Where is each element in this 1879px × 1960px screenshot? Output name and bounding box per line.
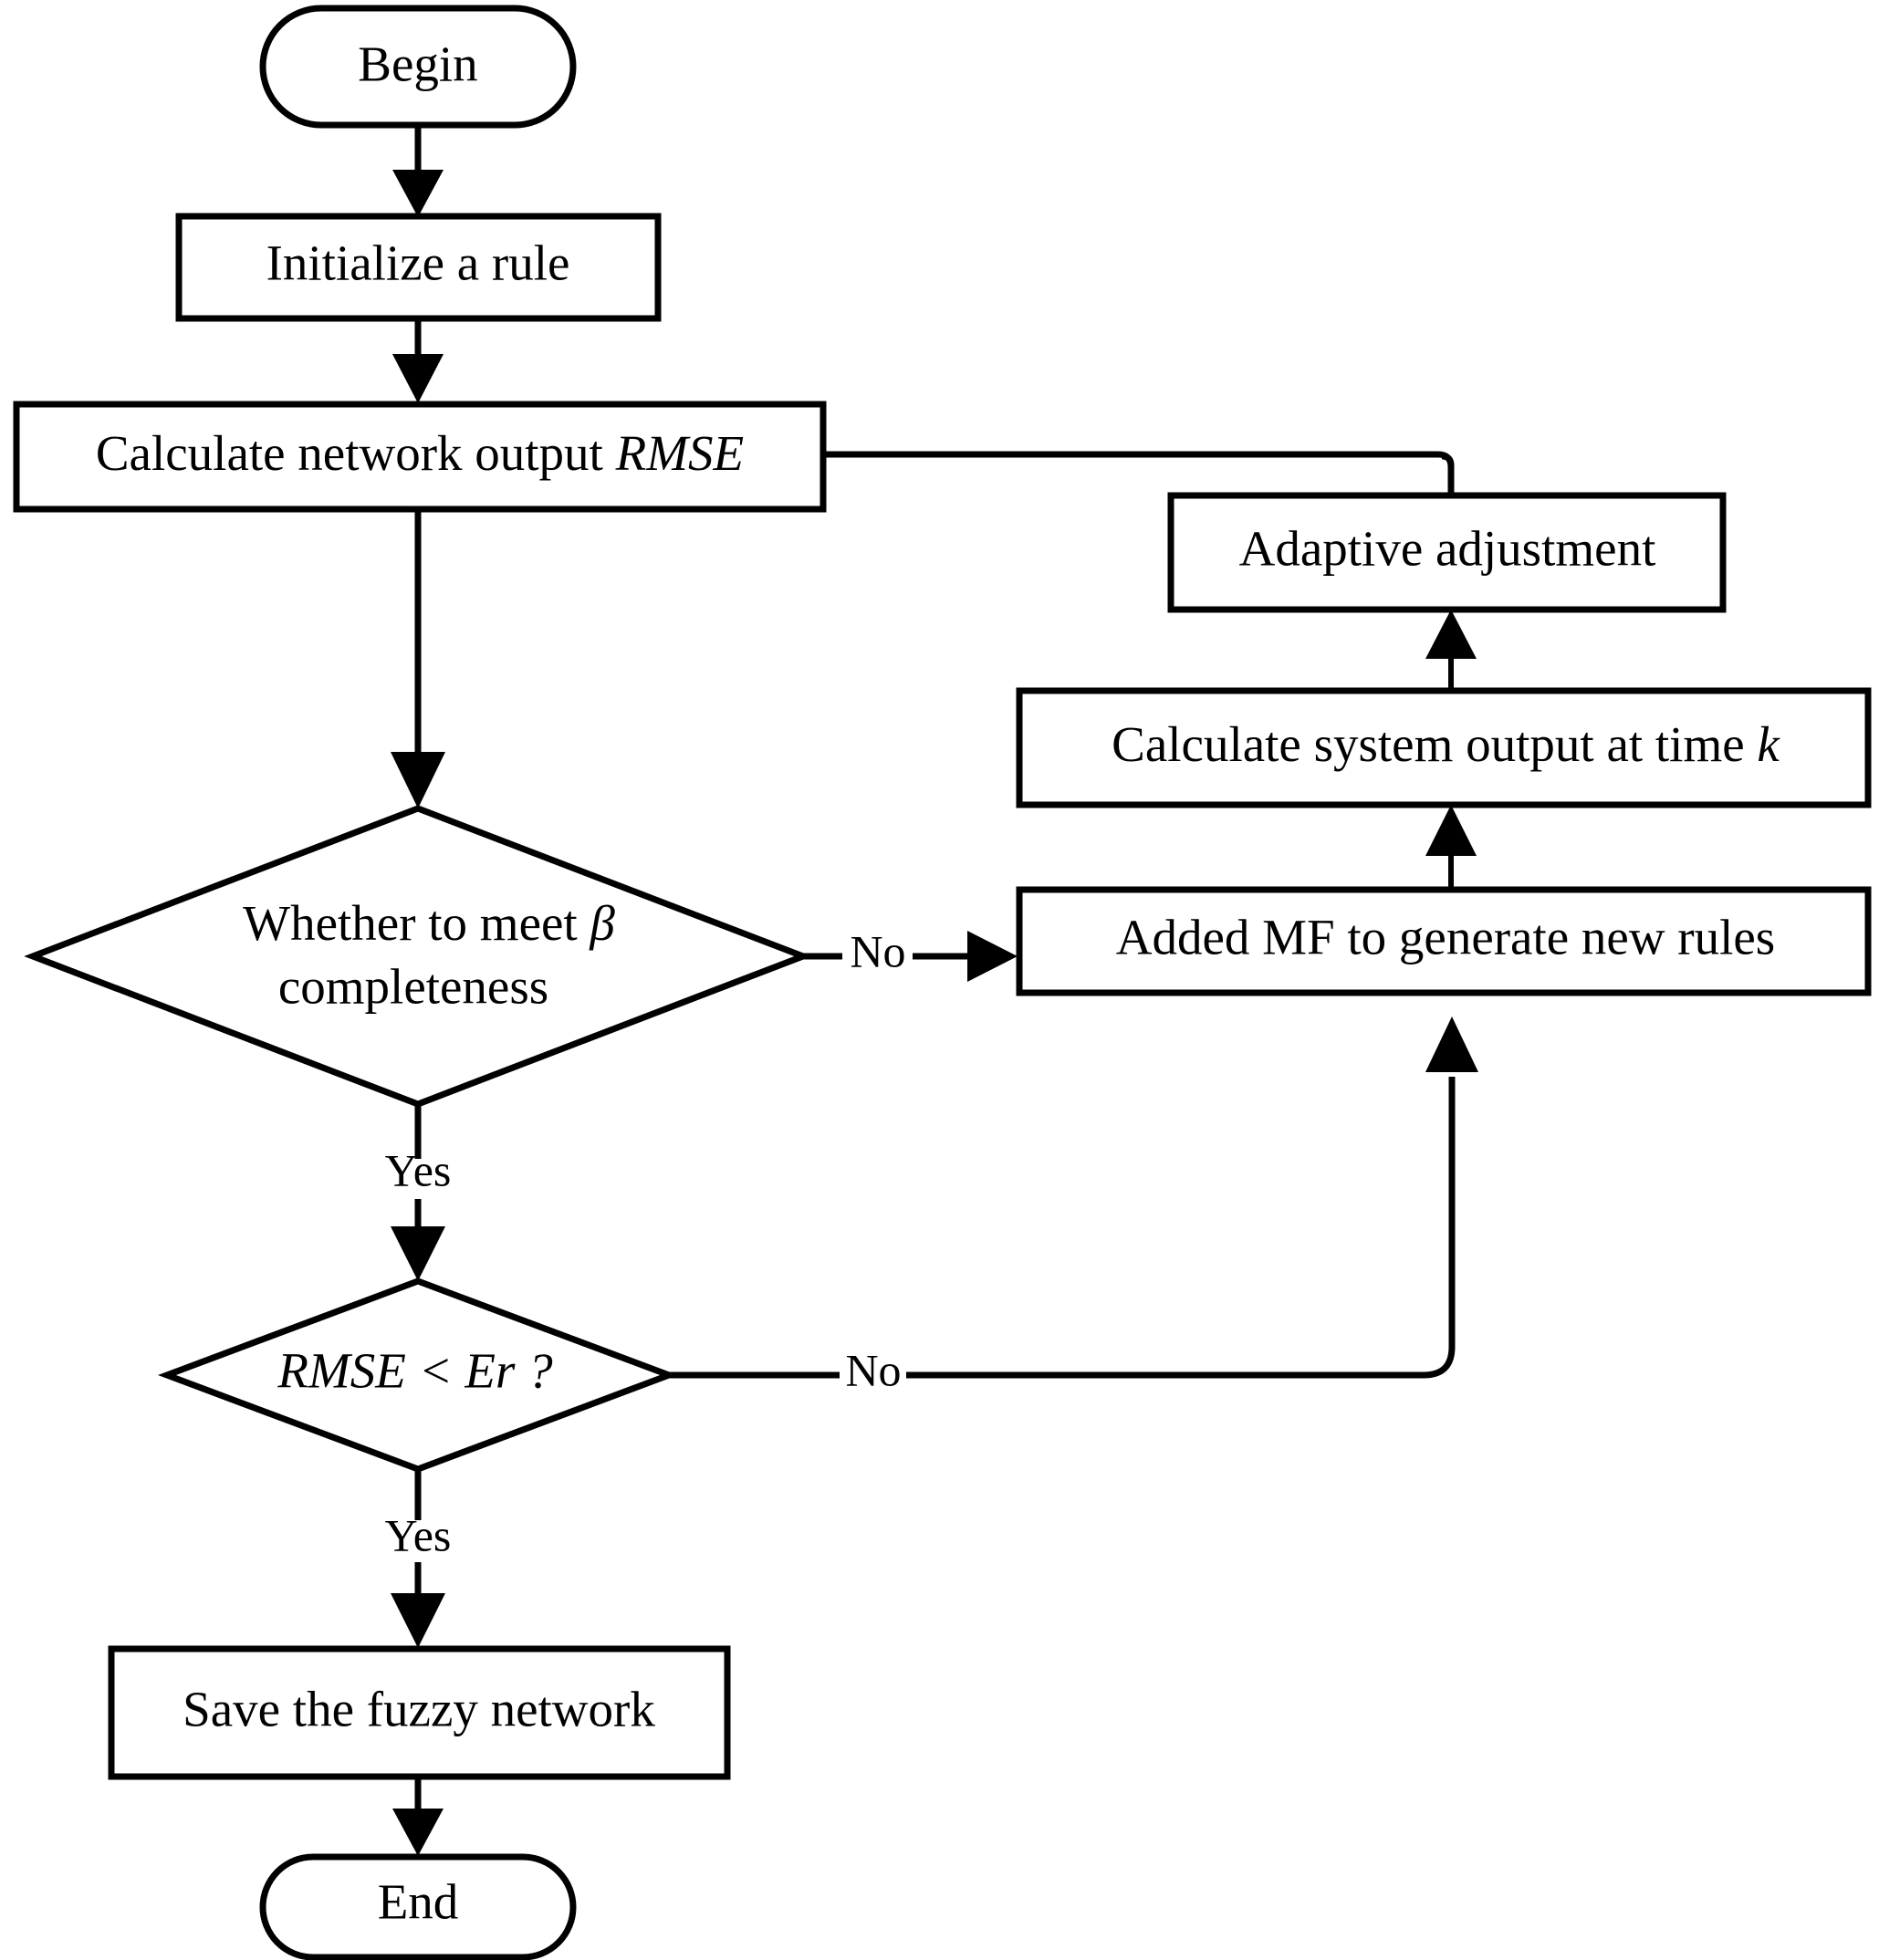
- node-begin[interactable]: Begin: [259, 5, 577, 129]
- calc-system-k-italic: k: [1757, 716, 1780, 772]
- node-beta-completeness-line2: completeness: [278, 959, 548, 1015]
- node-save-fuzzy-network[interactable]: Save the fuzzy network: [108, 1645, 731, 1780]
- edge-calc-system-to-adaptive: [1425, 610, 1477, 691]
- beta-line1-plain: Whether to meet: [243, 895, 590, 951]
- edge-label-rmse-yes: Yes: [385, 1509, 452, 1560]
- edge-label-beta-yes: Yes: [385, 1144, 452, 1195]
- edge-save-to-end: [392, 1776, 444, 1856]
- calc-rmse-text-plain: Calculate network output: [96, 425, 616, 481]
- edge-beta-yes-to-rmse: [391, 1104, 445, 1281]
- node-calculate-network-output-label: Calculate network output RMSE: [96, 425, 744, 481]
- edge-begin-to-init: [392, 124, 444, 217]
- node-initialize-rule[interactable]: Initialize a rule: [175, 213, 662, 322]
- edge-rmse-yes-to-save: [391, 1469, 445, 1648]
- node-calculate-system-output[interactable]: Calculate system output at time k: [1016, 687, 1872, 808]
- node-initialize-rule-label: Initialize a rule: [266, 235, 570, 291]
- edge-label-beta-no: No: [850, 925, 905, 976]
- node-save-fuzzy-network-label: Save the fuzzy network: [183, 1682, 655, 1737]
- node-rmse-threshold-decision[interactable]: RMSE < Er ?: [158, 1277, 678, 1473]
- calc-rmse-text-italic: RMSE: [615, 425, 745, 481]
- node-begin-label: Begin: [358, 36, 477, 92]
- beta-symbol: β: [589, 895, 615, 951]
- node-rmse-threshold-label: RMSE < Er ?: [277, 1343, 553, 1399]
- node-calculate-system-output-label: Calculate system output at time k: [1112, 716, 1780, 772]
- edge-rmse-no-to-added-mf: [669, 1016, 1478, 1379]
- node-calculate-network-output[interactable]: Calculate network output RMSE: [13, 401, 827, 513]
- node-added-mf[interactable]: Added MF to generate new rules: [1016, 886, 1872, 996]
- node-adaptive-adjustment[interactable]: Adaptive adjustment: [1167, 492, 1727, 613]
- node-beta-completeness-decision[interactable]: Whether to meet β completeness: [24, 805, 812, 1108]
- edge-label-rmse-no: No: [845, 1344, 901, 1395]
- edge-beta-no-to-added-mf: [803, 931, 1018, 982]
- node-end-label: End: [378, 1874, 459, 1930]
- node-end[interactable]: End: [259, 1853, 577, 1960]
- node-beta-completeness-line1: Whether to meet β: [243, 895, 615, 951]
- node-adaptive-adjustment-label: Adaptive adjustment: [1239, 521, 1656, 577]
- edge-calc-rmse-to-beta: [391, 507, 445, 808]
- edge-added-mf-to-calc-system: [1425, 805, 1477, 890]
- edge-init-to-calc-rmse: [392, 316, 444, 403]
- calc-system-text-plain: Calculate system output at time: [1112, 716, 1757, 772]
- node-added-mf-label: Added MF to generate new rules: [1116, 910, 1775, 965]
